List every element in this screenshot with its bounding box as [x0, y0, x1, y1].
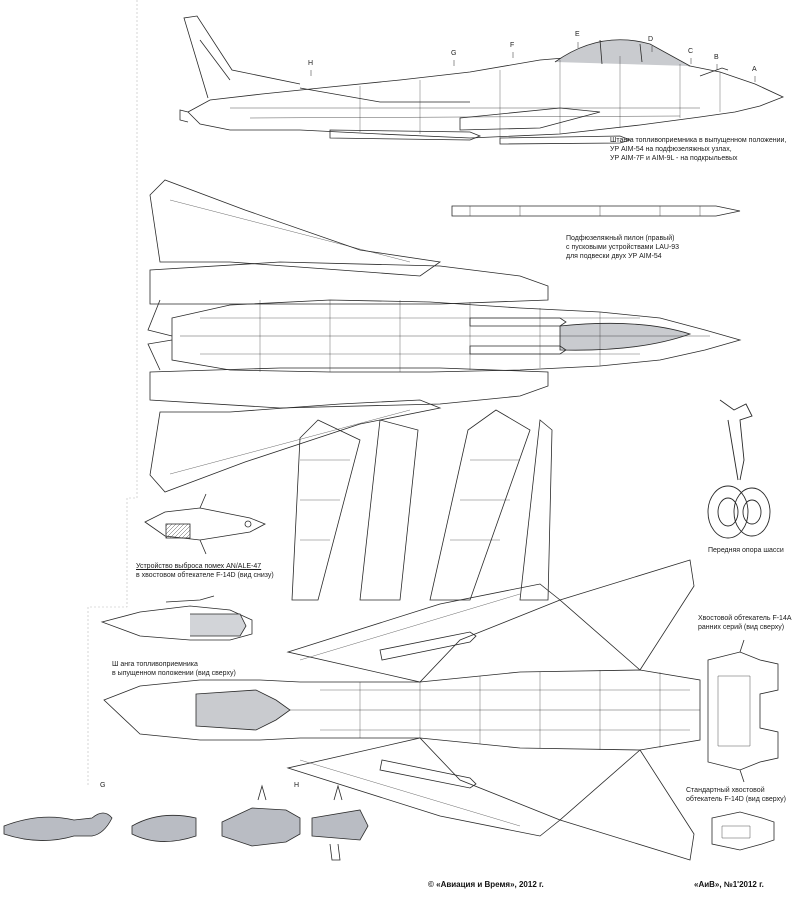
probe-caption-line: Ш анга топливоприемника	[112, 661, 198, 668]
tail-fairing-d-caption-line: Стандартный хвостовой	[686, 787, 765, 794]
plan-view-upper	[147, 179, 742, 493]
gear-caption-text: Передняя опора шасси	[708, 547, 784, 554]
side-view-caption-line: УР AIM-7F и AIM-9L - на подкрыльевых	[610, 155, 738, 162]
station-label-g: G	[451, 50, 457, 57]
side-view-caption: Штанга топливоприемника в выпущенном пол…	[610, 136, 786, 163]
station-label-e: E	[575, 31, 580, 38]
station-label-f: F	[510, 42, 515, 49]
section-label-h: H	[294, 782, 300, 789]
probe-caption: Ш анга топливоприемника в ыпущенном поло…	[112, 660, 236, 678]
sheet-border	[87, 0, 138, 786]
tail-fairing-d-caption-line: обтекатель F-14D (вид сверху)	[686, 796, 786, 803]
copyright-credit: © «Авиация и Время», 2012 г.	[428, 880, 544, 889]
pylon-caption-line: для подвески двух УР AIM-54	[566, 253, 662, 260]
tail-fairing-a-caption: Хвостовой обтекатель F-14A ранних серий …	[698, 614, 792, 632]
section-label-g: G	[100, 782, 106, 789]
chaff-dispenser	[144, 493, 266, 555]
plan-view-lower	[103, 559, 701, 861]
section-g	[3, 812, 197, 842]
refuel-probe-top-view	[100, 595, 253, 641]
tail-fairing-a-caption-line: ранних серий (вид сверху)	[698, 624, 785, 631]
side-view-caption-line: Штанга топливоприемника в выпущенном пол…	[610, 137, 787, 144]
nose-gear	[707, 399, 771, 539]
probe-caption-line: в ыпущенном положении (вид сверху)	[112, 670, 236, 677]
station-label-d: D	[648, 36, 654, 43]
side-view	[179, 15, 785, 145]
section-h	[221, 784, 369, 861]
pylon-caption: Подфюзеляжный пилон (правый) с пусковыми…	[566, 234, 679, 261]
outer-wing-panels	[291, 409, 553, 601]
station-label-b: B	[714, 54, 719, 61]
chaff-caption-line: Устройство выброса помех AN/ALE-47	[136, 563, 262, 570]
pylon-caption-line: Подфюзеляжный пилон (правый)	[566, 235, 675, 242]
side-view-station-ticks	[310, 42, 756, 82]
tail-fairing-f14a	[707, 639, 779, 783]
chaff-caption: Устройство выброса помех AN/ALE-47 в хво…	[136, 562, 274, 580]
pylon-caption-line: с пусковыми устройствами LAU-93	[566, 244, 680, 251]
issue-credit: «АиВ», №1'2012 г.	[694, 880, 764, 889]
station-label-c: C	[688, 48, 694, 55]
gear-caption: Передняя опора шасси	[708, 546, 784, 555]
station-label-a: A	[752, 66, 757, 73]
tail-fairing-f14d	[711, 811, 775, 851]
side-view-caption-line: УР AIM-54 на подфюзеляжных узлах,	[610, 146, 732, 153]
tail-fairing-a-caption-line: Хвостовой обтекатель F-14A	[698, 615, 792, 622]
tail-fairing-d-caption: Стандартный хвостовой обтекатель F-14D (…	[686, 786, 786, 804]
chaff-caption-line: в хвостовом обтекателе F-14D (вид снизу)	[136, 572, 274, 579]
pylon-lau93	[451, 205, 741, 217]
station-label-h: H	[308, 60, 314, 67]
